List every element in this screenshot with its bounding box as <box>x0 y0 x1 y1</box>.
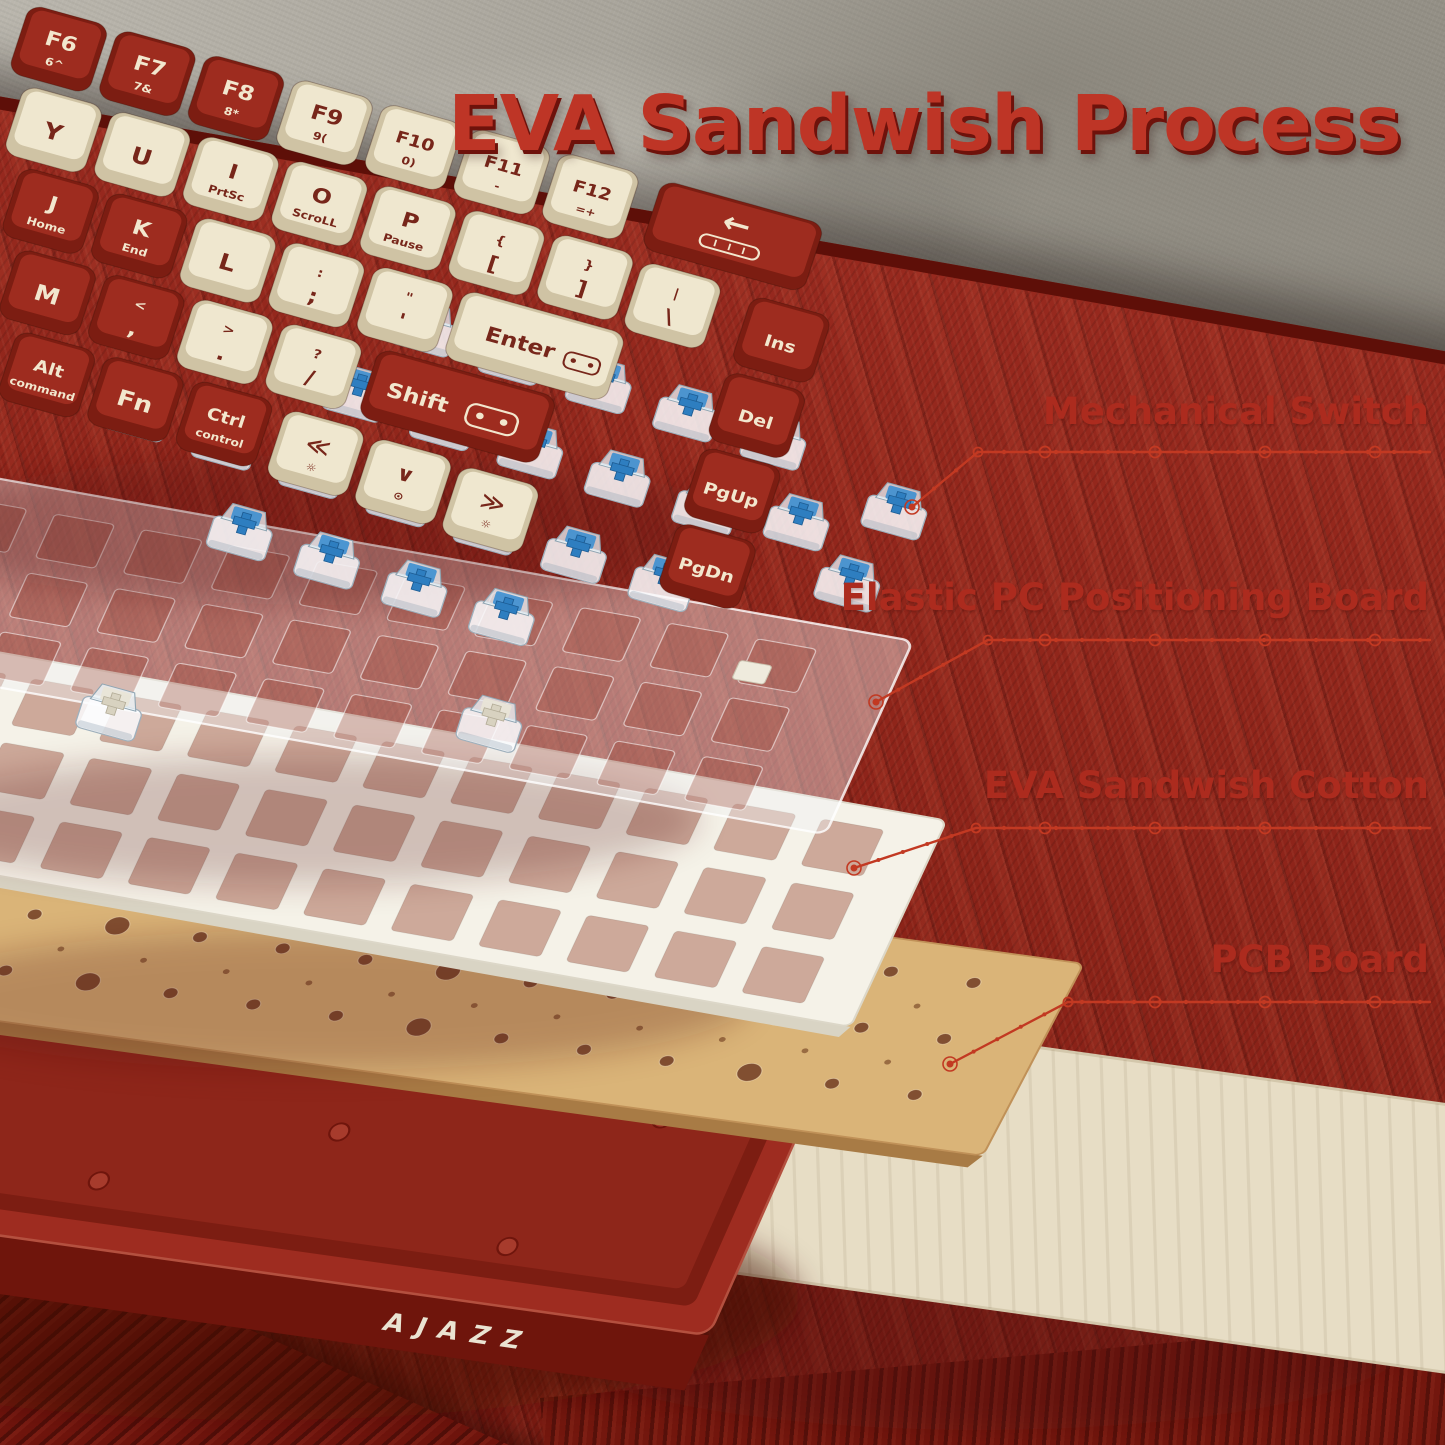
label-mechanical-switch: Mechanical Switch <box>1042 390 1429 433</box>
label-pcb-board: PCB Board <box>1210 938 1429 981</box>
label-elastic-pc-positioning-board: Elastic PC Positioning Board <box>840 576 1429 619</box>
label-eva-sandwish-cotton: EVA Sandwish Cotton <box>983 764 1429 807</box>
page-title: EVA Sandwish Process <box>448 79 1402 169</box>
